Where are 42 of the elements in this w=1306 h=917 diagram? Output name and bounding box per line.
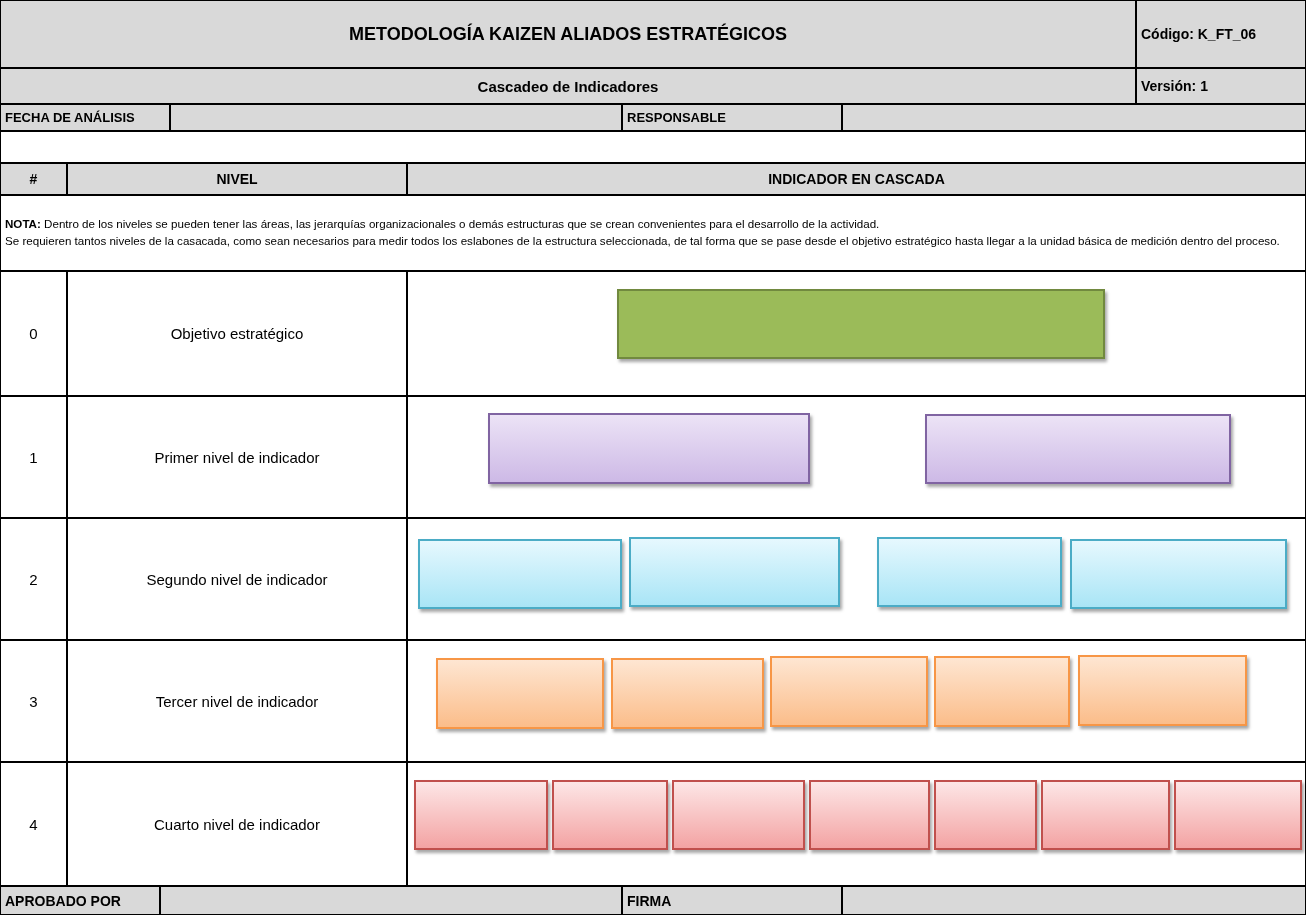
indicator-box <box>925 414 1231 484</box>
indicator-box <box>436 658 604 729</box>
table-cell: 3 <box>0 640 67 762</box>
header-cell: INDICADOR EN CASCADA <box>407 163 1306 195</box>
table-cell: 0 <box>0 271 67 396</box>
note-text: NOTA: Dentro de los niveles se pueden tener las áreas, las jerarquías organizacionales o demás estructuras que se crean convenientes para el desarrollo de la actividad. <box>5 216 880 233</box>
table-cell: 1 <box>0 396 67 518</box>
indicator-box <box>934 656 1070 727</box>
header-cell: Código: K_FT_06 <box>1136 0 1306 68</box>
indicator-box <box>934 780 1037 850</box>
indicator-box <box>1070 539 1287 609</box>
indicator-box <box>1078 655 1247 726</box>
note-text: Se requieren tantos niveles de la casacada, como sean necesarios para medir todos los eslabones de la estructura seleccionada, de tal forma que se pase desde el objetivo estratégico hasta llegar a la unidad básica de medición dentro del proceso. <box>5 233 1280 249</box>
header-cell: Cascadeo de Indicadores <box>0 68 1136 104</box>
indicator-box <box>552 780 668 850</box>
indicator-box <box>1174 780 1302 850</box>
indicator-box <box>488 413 810 484</box>
title-cell: METODOLOGÍA KAIZEN ALIADOS ESTRATÉGICOS <box>0 0 1136 68</box>
table-cell: Segundo nivel de indicador <box>67 518 407 640</box>
header-cell: FECHA DE ANÁLISIS <box>0 104 170 131</box>
indicator-box <box>414 780 548 850</box>
table-cell: Cuarto nivel de indicador <box>67 762 407 886</box>
header-cell: NIVEL <box>67 163 407 195</box>
indicator-box <box>809 780 930 850</box>
indicator-box <box>617 289 1105 359</box>
indicator-box <box>611 658 764 729</box>
header-cell: # <box>0 163 67 195</box>
indicator-box <box>1041 780 1170 850</box>
indicator-box <box>418 539 622 609</box>
table-cell: Tercer nivel de indicador <box>67 640 407 762</box>
indicator-box <box>672 780 805 850</box>
indicator-box <box>629 537 840 607</box>
header-cell: FIRMA <box>622 886 842 915</box>
indicator-box <box>770 656 928 727</box>
indicator-box <box>877 537 1062 607</box>
table-cell: 2 <box>0 518 67 640</box>
table-cell: 4 <box>0 762 67 886</box>
table-cell: Objetivo estratégico <box>67 271 407 396</box>
table-cell: Primer nivel de indicador <box>67 396 407 518</box>
header-cell: Versión: 1 <box>1136 68 1306 104</box>
header-cell: RESPONSABLE <box>622 104 842 131</box>
header-cell: APROBADO POR <box>0 886 160 915</box>
